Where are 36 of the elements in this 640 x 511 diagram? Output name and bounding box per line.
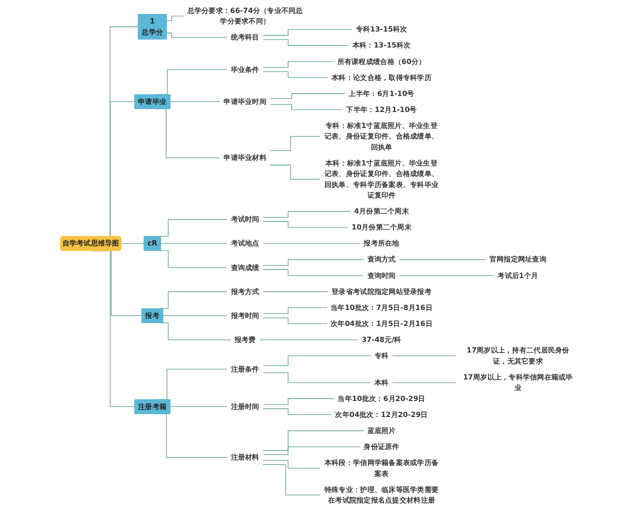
connector [262, 291, 328, 292]
connector [162, 315, 228, 316]
connector [159, 219, 228, 237]
connector [262, 430, 364, 451]
connector [160, 243, 228, 244]
connector [259, 339, 358, 340]
connector [262, 356, 372, 366]
connector [262, 398, 334, 405]
connector [268, 136, 320, 152]
connector [399, 259, 486, 260]
connector [262, 460, 320, 469]
connector [262, 71, 328, 78]
connector [262, 29, 353, 36]
connector [166, 32, 228, 38]
connector [170, 406, 228, 407]
connector [159, 250, 228, 268]
connector [262, 61, 334, 68]
connector [392, 382, 457, 383]
connector [262, 372, 372, 383]
connector [262, 408, 332, 416]
connector [262, 211, 351, 218]
connector [270, 104, 343, 110]
connector [268, 164, 320, 180]
connector [262, 307, 328, 314]
connector [262, 221, 348, 228]
connector [262, 243, 360, 244]
connector [262, 259, 364, 266]
connector [262, 317, 328, 324]
connector [170, 101, 220, 102]
connector [262, 446, 360, 456]
connector [270, 93, 346, 100]
connector [121, 243, 144, 244]
connector [262, 39, 350, 46]
connector [399, 275, 494, 276]
connector [262, 269, 364, 276]
connector [166, 16, 184, 21]
